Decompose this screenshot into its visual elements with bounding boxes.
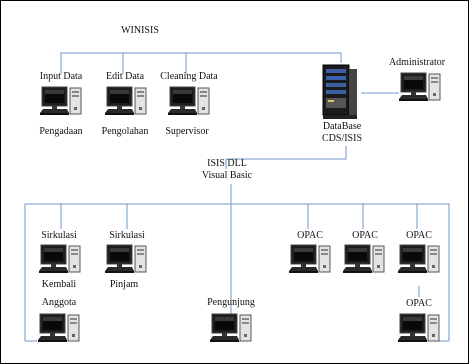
database-label-line1: DataBase [322,121,362,132]
opac3-label: OPAC [406,230,432,241]
opac4-label: OPAC [406,298,432,309]
pc-sirk1-bottom-label: Kembali [41,279,77,290]
pc-admin-icon [399,72,441,101]
pc-clean-icon [168,86,210,115]
pc-opac1-icon [289,244,331,273]
database-middleware-line [225,146,347,169]
pc-sirk1-top-label: Sirkulasi [41,230,77,241]
database-label-line2: CDS/ISIS [321,133,363,144]
database-server-icon [322,64,357,119]
pc-edit-bottom-label: Pengolahan [101,126,149,137]
pc-anggota-icon [38,313,80,342]
pc-sirk1-icon [39,244,81,273]
pc-pengunjung-icon [210,313,252,342]
pc-input-icon [40,86,82,115]
pc-input-bottom-label: Pengadaan [39,126,83,137]
opac1-label: OPAC [297,230,323,241]
middleware-label-line2: Visual Basic [201,170,253,181]
pc-edit-top-label: Edit Data [105,71,145,82]
opac2-label: OPAC [352,230,378,241]
pc-anggota-label: Anggota [41,297,77,308]
winisis-label: WINISIS [121,25,159,36]
pc-sirk2-bottom-label: Pinjam [109,279,139,290]
pc-clean-top-label: Cleaning Data [160,71,218,82]
pc-opac3-icon [398,244,440,273]
pc-sirk2-top-label: Sirkulasi [109,230,145,241]
pc-opac2-icon [343,244,385,273]
winisis-to-database-line [186,52,342,63]
pc-sirk2-icon [105,244,147,273]
pc-edit-icon [105,86,147,115]
pc-input-top-label: Input Data [39,71,83,82]
pc-pengunjung-label: Pengunjung [207,297,255,308]
pc-opac4-icon [398,313,440,342]
pc-clean-bottom-label: Supervisor [165,126,209,137]
admin-label: Administrator [388,57,446,68]
client-bus-line [24,203,450,341]
middleware-label-line1: ISIS DLL [207,158,247,169]
